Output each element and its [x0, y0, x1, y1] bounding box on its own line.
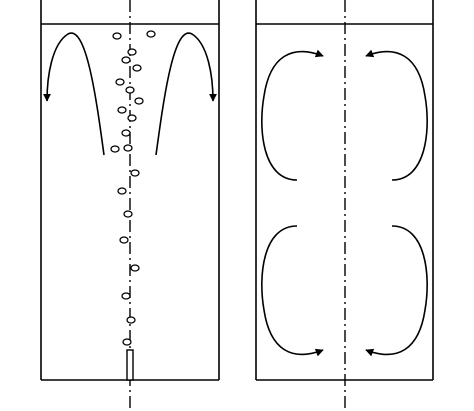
gas-bubble — [119, 236, 129, 244]
gas-bubble — [123, 144, 133, 152]
bubble-column — [110, 30, 156, 346]
upper-right-circulation-arrow — [365, 49, 428, 181]
gas-bubble — [132, 64, 142, 72]
gas-bubble — [121, 129, 131, 137]
gas-bubble — [127, 114, 137, 122]
gas-bubble — [126, 316, 136, 324]
upper-left-circulation-arrow — [261, 49, 324, 181]
gas-bubble — [121, 292, 131, 300]
gas-bubble — [122, 338, 132, 346]
gas-bubble — [117, 106, 127, 114]
gas-bubble — [115, 78, 125, 86]
gas-injection-nozzle — [126, 349, 134, 381]
gas-bubble — [130, 264, 140, 272]
gas-bubble — [125, 86, 135, 94]
lower-left-circulation-arrow — [261, 225, 324, 357]
right-plume-recirculation-arrow — [155, 32, 217, 156]
lower-right-circulation-arrow — [365, 225, 428, 357]
gas-bubble — [110, 145, 120, 153]
gas-bubble — [130, 169, 140, 177]
gas-bubble — [123, 210, 133, 218]
right-vessel-panel — [255, 0, 434, 411]
left-plume-recirculation-arrow — [43, 32, 105, 156]
gas-bubble — [134, 97, 144, 105]
gas-bubble — [112, 32, 122, 40]
gas-bubble — [117, 187, 127, 195]
gas-bubble — [127, 48, 137, 56]
gas-bubble — [121, 56, 131, 64]
gas-bubble — [146, 30, 156, 38]
left-vessel-panel — [40, 0, 220, 411]
